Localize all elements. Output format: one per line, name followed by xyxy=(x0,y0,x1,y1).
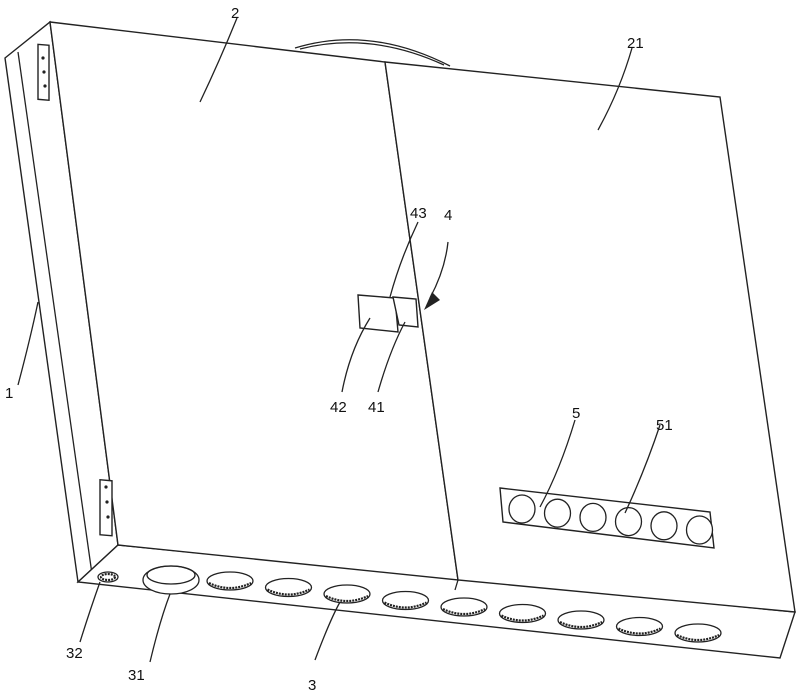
label-41: 41 xyxy=(368,399,385,416)
socket-hole xyxy=(650,511,678,541)
bottom-split xyxy=(454,579,459,591)
label-21: 21 xyxy=(627,35,644,52)
hinge-top xyxy=(37,43,50,102)
socket-hole xyxy=(508,494,536,524)
socket-hole xyxy=(685,515,714,545)
foot-shadow xyxy=(618,627,661,635)
hinge-bottom xyxy=(99,478,113,537)
label-51: 51 xyxy=(656,417,673,434)
top-handle-inner xyxy=(299,42,445,66)
leader-lines xyxy=(17,17,661,663)
right-door xyxy=(384,61,796,613)
foot-shadow xyxy=(559,621,603,629)
foot-shadow xyxy=(442,608,486,616)
label-5: 5 xyxy=(572,405,580,422)
socket-hole xyxy=(614,506,643,537)
lock-plate xyxy=(357,294,399,333)
foot-shadow xyxy=(384,601,427,609)
small-hole-inner xyxy=(99,572,117,582)
side-edge xyxy=(17,51,93,575)
label-42: 42 xyxy=(330,399,347,416)
foot-shadow xyxy=(208,582,252,590)
lock-block xyxy=(392,296,419,328)
foot-shadow xyxy=(325,595,369,603)
big-foot-top xyxy=(146,565,196,585)
label-3: 3 xyxy=(308,677,316,694)
socket-hole xyxy=(579,502,607,533)
socket-hole xyxy=(543,498,572,528)
label-2: 2 xyxy=(231,5,239,22)
arrow-head xyxy=(424,292,440,310)
label-32: 32 xyxy=(66,645,83,662)
feet-row xyxy=(206,571,722,643)
foot-shadow xyxy=(501,614,544,622)
label-31: 31 xyxy=(128,667,145,684)
label-1: 1 xyxy=(5,385,13,402)
label-4: 4 xyxy=(444,207,452,224)
foot-shadow xyxy=(267,588,310,596)
socket-holes xyxy=(508,494,714,545)
top-handle xyxy=(294,39,451,67)
label-43: 43 xyxy=(410,205,427,222)
foot-shadow xyxy=(676,634,720,642)
